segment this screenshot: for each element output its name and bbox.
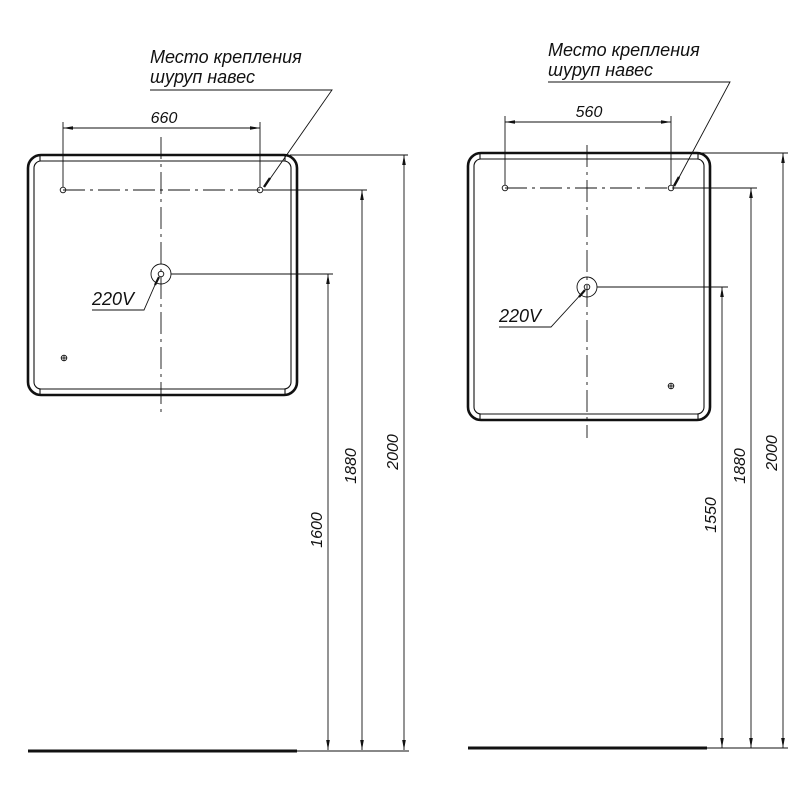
dimension-hole-spacing: 560 <box>576 104 603 121</box>
mirror-inner-edge <box>33 160 292 390</box>
mirror-drawing-right: 560 Место крепления шуруп навес 220V 155… <box>466 40 788 750</box>
mount-hole-left <box>59 186 67 194</box>
dimension-mount-height: 1880 <box>343 448 360 484</box>
mount-hole-right <box>667 184 675 192</box>
mount-label-line1: Место крепления <box>150 47 302 67</box>
socket-label: 220V <box>498 306 543 326</box>
dimension-top-height: 2000 <box>764 435 781 472</box>
dimension-socket-height: 1600 <box>309 512 326 548</box>
mirror-inner-edge <box>473 158 705 415</box>
socket-label: 220V <box>91 289 136 309</box>
mirror-outline <box>26 153 299 397</box>
dimension-mount-height: 1880 <box>732 448 749 484</box>
mount-hole-left <box>501 184 509 192</box>
leader-arrow <box>672 176 681 187</box>
socket-leader-line <box>499 290 585 328</box>
socket-leader-line <box>92 277 159 311</box>
mount-label-line2: шуруп навес <box>548 60 653 80</box>
mount-hole-right <box>256 186 264 194</box>
mount-label-line2: шуруп навес <box>150 67 255 87</box>
mirror-drawing-left: 660 Место крепления шуруп навес 220V 160… <box>26 47 409 753</box>
leader-arrow <box>578 289 586 298</box>
leader-arrow <box>154 276 160 286</box>
mount-label-line1: Место крепления <box>548 40 700 60</box>
mount-leader-line <box>548 81 731 186</box>
mirror-outline <box>466 151 712 422</box>
dimension-top-height: 2000 <box>385 434 402 471</box>
mount-leader-line <box>150 89 333 187</box>
dimension-hole-spacing: 660 <box>151 110 178 127</box>
dimension-socket-height: 1550 <box>703 497 720 533</box>
leader-arrow <box>263 177 271 188</box>
